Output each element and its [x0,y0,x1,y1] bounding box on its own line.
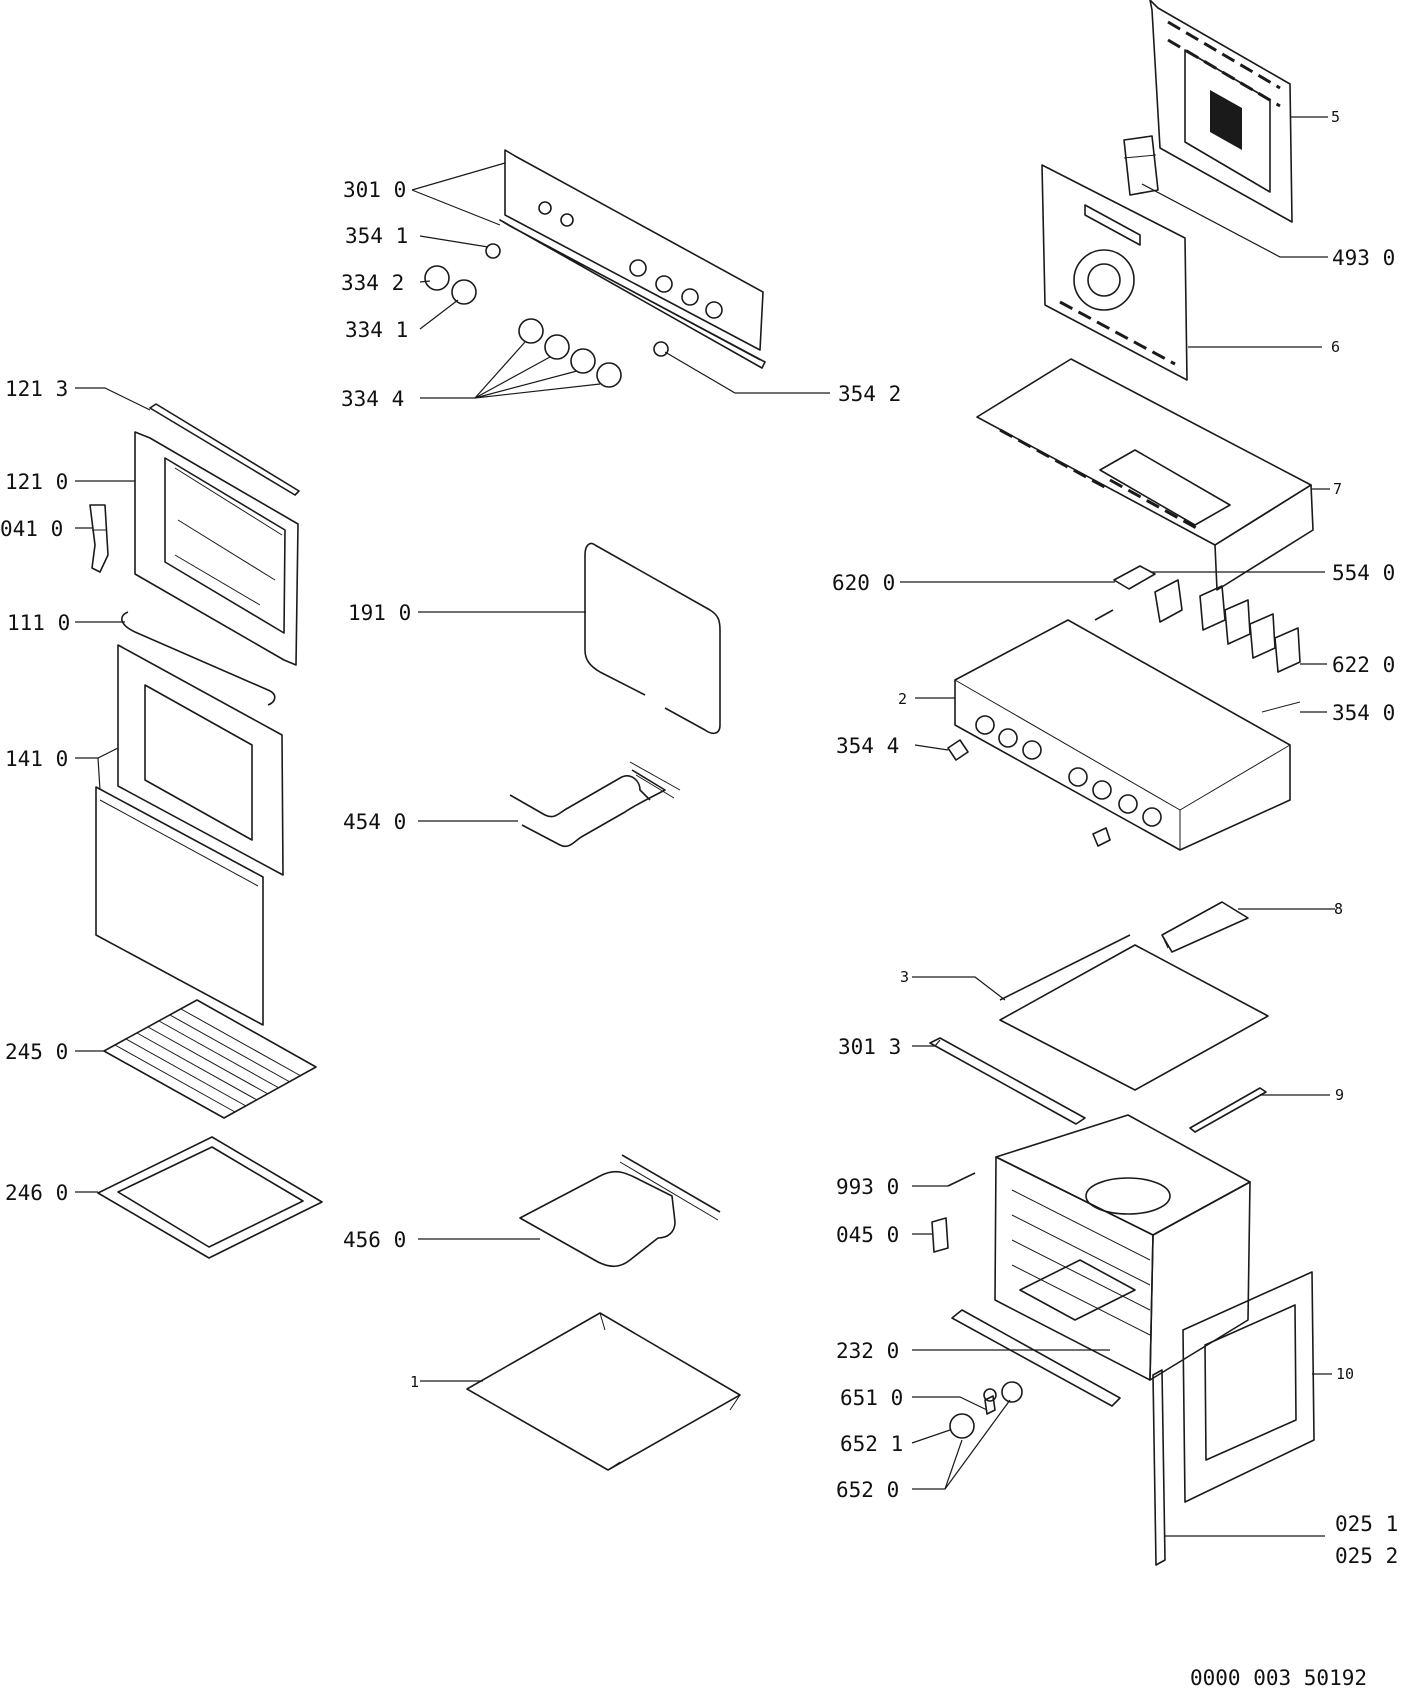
label-245-0: 245 0 [5,1040,68,1064]
bottom-heating-element [519,1154,721,1268]
label-334-2: 334 2 [341,271,404,295]
door-frame [134,431,299,666]
label-025-2: 025 2 [1335,1544,1398,1568]
oven-shelf-rack [103,999,317,1119]
switch-block [1094,565,1183,623]
trim-strip [1189,1087,1267,1133]
door-hinge [89,504,109,573]
label-111-0: 111 0 [7,611,70,635]
label-354-1: 354 1 [345,224,408,248]
oven-door-seal [584,542,721,735]
label-6: 6 [1331,338,1340,356]
label-025-1: 025 1 [1335,1512,1398,1536]
label-121-3: 121 3 [5,377,68,401]
bracket [1161,901,1249,953]
side-door-frame [1152,1271,1315,1566]
label-334-1: 334 1 [345,318,408,342]
label-9: 9 [1335,1086,1344,1104]
fan-motor [1123,135,1159,196]
side-rail [929,1037,1086,1125]
screw [947,1172,976,1187]
label-993-0: 993 0 [836,1175,899,1199]
label-8: 8 [1334,900,1343,918]
label-045-0: 045 0 [836,1223,899,1247]
label-334-4: 334 4 [341,387,404,411]
label-454-0: 454 0 [343,810,406,834]
switches [1199,585,1301,713]
label-191-0: 191 0 [348,601,411,625]
label-3: 3 [900,968,909,986]
label-456-0: 456 0 [343,1228,406,1252]
label-652-1: 652 1 [840,1432,903,1456]
control-panel [499,149,766,369]
label-7: 7 [1333,480,1342,498]
door-seal-gasket [121,611,276,706]
label-121-0: 121 0 [5,470,68,494]
leader-lines [75,116,1335,1537]
label-141-0: 141 0 [5,747,68,771]
label-1: 1 [410,1373,419,1391]
door-outer-glass [95,786,264,1026]
label-354-2: 354 2 [838,382,901,406]
label-5: 5 [1331,108,1340,126]
control-knobs [424,243,669,388]
label-493-0: 493 0 [1332,246,1395,270]
label-2: 2 [898,690,907,708]
back-panel [1149,0,1293,223]
label-620-0: 620 0 [832,571,895,595]
drawing-number: 0000 003 50192 [1190,1666,1367,1690]
control-housing [947,619,1291,851]
label-232-0: 232 0 [836,1339,899,1363]
label-354-0: 354 0 [1332,701,1395,725]
top-heating-element [509,761,681,848]
label-301-3: 301 3 [838,1035,901,1059]
label-301-0: 301 0 [343,178,406,202]
ceiling-panel [999,934,1269,1091]
label-554-0: 554 0 [1332,561,1395,585]
top-panel [976,358,1314,591]
lower-trim [951,1309,1121,1407]
oven-cavity [994,1114,1251,1381]
door-trim-strip [149,403,300,496]
door-inner-glass [117,644,284,876]
label-622-0: 622 0 [1332,653,1395,677]
baking-tray [97,1136,323,1259]
label-246-0: 246 0 [5,1181,68,1205]
thermostat-clip [931,1217,949,1253]
label-10: 10 [1336,1365,1354,1383]
fan-cover-panel [1041,164,1188,381]
label-652-0: 652 0 [836,1478,899,1502]
label-041-0: 041 0 [0,517,63,541]
label-651-0: 651 0 [840,1386,903,1410]
bottom-panel [466,1312,741,1471]
label-354-4: 354 4 [836,734,899,758]
